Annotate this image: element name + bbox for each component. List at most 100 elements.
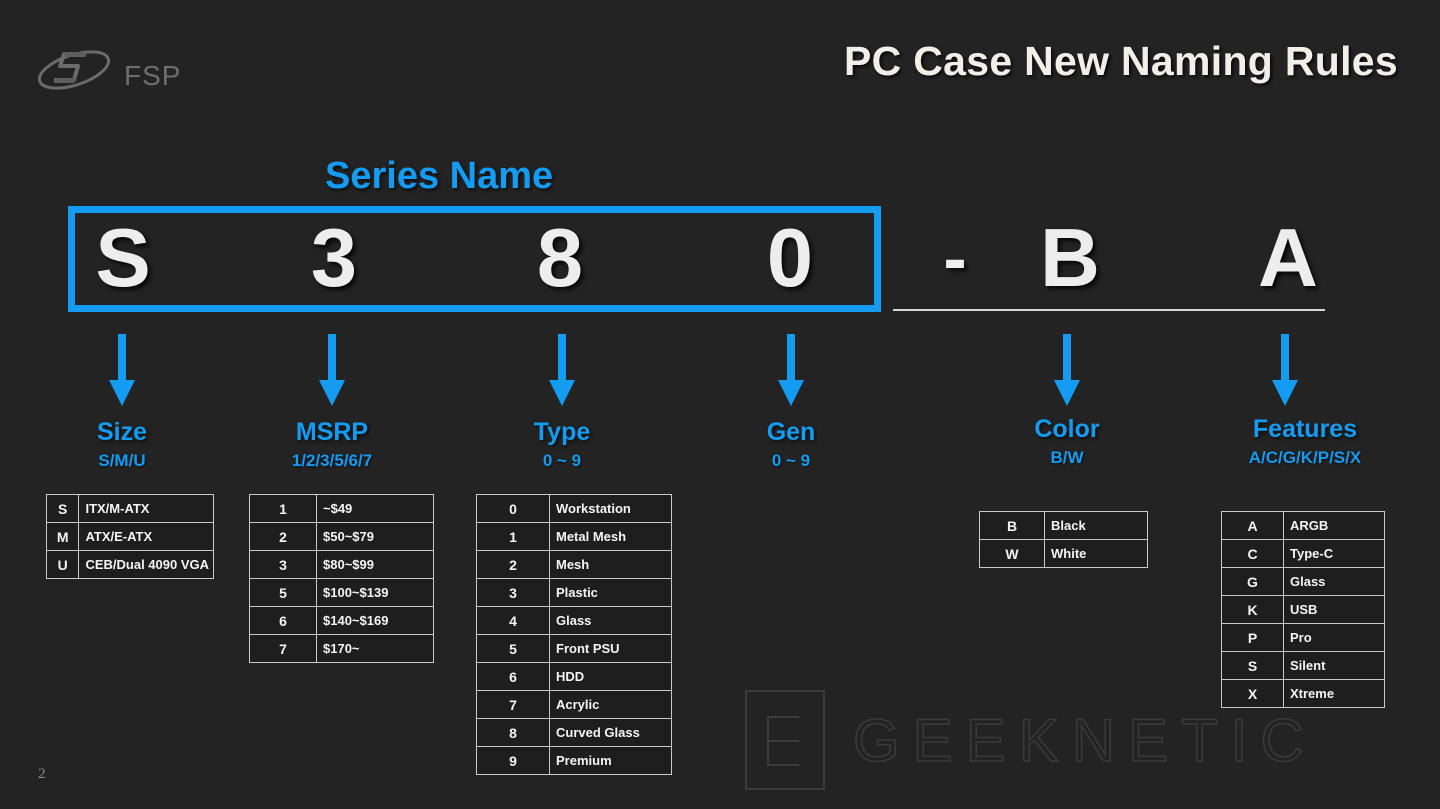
group-subtitle: 1/2/3/5/6/7 — [291, 451, 373, 470]
legend-body: A ARGB C Type-C G Glass K USB P Pro S Si… — [1221, 511, 1385, 708]
legend-value: Xtreme — [1283, 679, 1385, 708]
legend-key: 7 — [249, 634, 317, 663]
legend-body: S ITX/M-ATX M ATX/E-ATX U CEB/Dual 4090 … — [45, 494, 214, 579]
legend-value: Premium — [549, 746, 672, 775]
legend-table-size: S ITX/M-ATX M ATX/E-ATX U CEB/Dual 4090 … — [45, 494, 214, 579]
table-row: P Pro — [1221, 623, 1385, 652]
series-name-label: Series Name — [325, 155, 554, 197]
legend-value: $80~$99 — [316, 550, 434, 579]
legend-key: S — [45, 494, 80, 523]
arrow-down-icon — [1267, 334, 1303, 406]
suffix-underline — [893, 309, 1325, 311]
legend-key: 1 — [249, 494, 317, 523]
table-row: 6 $140~$169 — [249, 606, 434, 635]
legend-key: B — [979, 511, 1045, 540]
fsp-swoosh-logo-icon — [34, 40, 114, 95]
group-label-size: Size S/M/U — [12, 418, 232, 471]
group-title: Type — [533, 418, 591, 446]
table-row: 1 ~$49 — [249, 494, 434, 523]
legend-key: 0 — [476, 494, 550, 523]
fsp-logo-text: FSP — [124, 60, 182, 91]
legend-value: Curved Glass — [549, 718, 672, 747]
legend-value: $140~$169 — [316, 606, 434, 635]
legend-key: 6 — [476, 662, 550, 691]
legend-value: Glass — [1283, 567, 1385, 596]
legend-value: Glass — [549, 606, 672, 635]
geeknetic-e-box-icon — [745, 690, 825, 790]
legend-value: Mesh — [549, 550, 672, 579]
group-subtitle: 0 ~ 9 — [542, 451, 582, 470]
group-title: Features — [1252, 415, 1358, 443]
page-title: PC Case New Naming Rules — [843, 38, 1398, 84]
legend-value: $100~$139 — [316, 578, 434, 607]
legend-key: 9 — [476, 746, 550, 775]
legend-body: B Black W White — [979, 511, 1148, 568]
code-char-color: B — [1040, 211, 1100, 304]
legend-value: Workstation — [549, 494, 672, 523]
legend-body: 0 Workstation 1 Metal Mesh 2 Mesh 3 Plas… — [476, 494, 672, 775]
legend-key: 2 — [476, 550, 550, 579]
legend-value: Acrylic — [549, 690, 672, 719]
legend-key: 4 — [476, 606, 550, 635]
legend-value: $50~$79 — [316, 522, 434, 551]
table-row: W White — [979, 539, 1148, 568]
group-subtitle: A/C/G/K/P/S/X — [1248, 448, 1362, 467]
group-title: Gen — [766, 418, 816, 446]
table-row: 3 Plastic — [476, 578, 672, 607]
legend-key: 7 — [476, 690, 550, 719]
legend-key: C — [1221, 539, 1284, 568]
group-subtitle: B/W — [1050, 448, 1084, 467]
code-char-size: S — [95, 211, 151, 304]
legend-value: Pro — [1283, 623, 1385, 652]
table-row: 6 HDD — [476, 662, 672, 691]
legend-value: USB — [1283, 595, 1385, 624]
legend-value: Metal Mesh — [549, 522, 672, 551]
table-row: B Black — [979, 511, 1148, 540]
group-title: Size — [96, 418, 148, 446]
legend-value: Front PSU — [549, 634, 672, 663]
legend-table-features: A ARGB C Type-C G Glass K USB P Pro S Si… — [1221, 511, 1385, 708]
arrow-down-icon — [1049, 334, 1085, 406]
legend-key: 2 — [249, 522, 317, 551]
legend-key: 3 — [476, 578, 550, 607]
legend-key: 5 — [249, 578, 317, 607]
code-char-dash: - — [943, 219, 967, 297]
table-row: 1 Metal Mesh — [476, 522, 672, 551]
legend-key: K — [1221, 595, 1284, 624]
legend-value: ARGB — [1283, 511, 1385, 540]
group-subtitle: S/M/U — [98, 451, 146, 470]
legend-value: CEB/Dual 4090 VGA — [78, 550, 214, 579]
group-subtitle: 0 ~ 9 — [771, 451, 811, 470]
code-char-msrp: 3 — [310, 211, 358, 304]
group-title: Color — [1034, 415, 1100, 443]
legend-value: ITX/M-ATX — [78, 494, 214, 523]
legend-value: White — [1044, 539, 1148, 568]
legend-key: U — [45, 550, 80, 579]
legend-value: HDD — [549, 662, 672, 691]
legend-value: Plastic — [549, 578, 672, 607]
table-row: 0 Workstation — [476, 494, 672, 523]
table-row: 3 $80~$99 — [249, 550, 434, 579]
table-row: A ARGB — [1221, 511, 1385, 540]
legend-value: Type-C — [1283, 539, 1385, 568]
watermark-text: GEEKNETIC — [852, 706, 1317, 775]
legend-value: Black — [1044, 511, 1148, 540]
table-row: M ATX/E-ATX — [45, 522, 214, 551]
legend-key: W — [979, 539, 1045, 568]
table-row: K USB — [1221, 595, 1385, 624]
table-row: 8 Curved Glass — [476, 718, 672, 747]
legend-table-color: B Black W White — [979, 511, 1148, 568]
table-row: 9 Premium — [476, 746, 672, 775]
arrow-down-icon — [544, 334, 580, 406]
arrow-down-icon — [773, 334, 809, 406]
group-label-gen: Gen 0 ~ 9 — [681, 418, 901, 471]
table-row: U CEB/Dual 4090 VGA — [45, 550, 214, 579]
legend-key: M — [45, 522, 80, 551]
table-row: 7 Acrylic — [476, 690, 672, 719]
legend-key: 8 — [476, 718, 550, 747]
legend-key: 1 — [476, 522, 550, 551]
code-char-gen: 0 — [766, 211, 814, 304]
table-row: 2 Mesh — [476, 550, 672, 579]
page-number: 2 — [38, 766, 46, 782]
